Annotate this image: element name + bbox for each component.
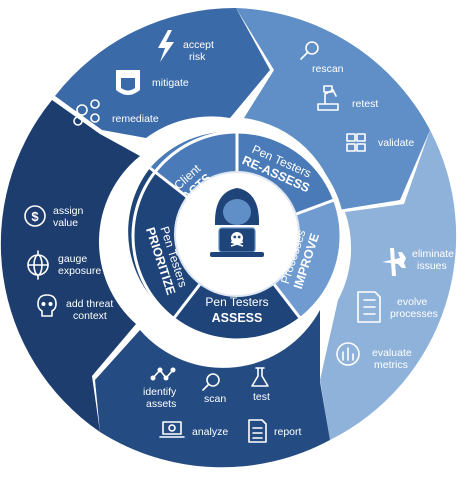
- magnifier-icon: [202, 373, 220, 391]
- shield-icon: [116, 70, 140, 95]
- item-evolve: evolve: [397, 296, 428, 308]
- item-scan: scan: [204, 393, 226, 405]
- segment-reassess: [236, 8, 430, 210]
- item-value: value: [53, 217, 78, 229]
- checklist-icon: [346, 133, 366, 152]
- item-report: report: [274, 426, 302, 438]
- item-test: test: [253, 391, 270, 403]
- segment-prioritize: [0, 100, 140, 432]
- hacker-icon: [210, 188, 264, 257]
- item-processes: processes: [390, 308, 438, 320]
- document-checklist-icon: [357, 291, 381, 323]
- item-risk: risk: [189, 51, 206, 63]
- ring-label-assess: Pen Testers ASSESS: [205, 295, 268, 325]
- item-retest: retest: [352, 98, 378, 110]
- nodes-icon: [150, 367, 176, 381]
- item-accept: accept: [183, 39, 214, 51]
- item-add-threat: add threat: [66, 298, 113, 310]
- item-evaluate: evaluate: [372, 347, 412, 359]
- skull-icon: [37, 294, 57, 317]
- lightning-icon: [158, 30, 174, 62]
- item-analyze: analyze: [192, 426, 228, 438]
- item-rescan: rescan: [312, 63, 344, 75]
- segment-act: [55, 7, 270, 138]
- item-eliminate: eliminate: [412, 248, 454, 260]
- item-exposure: exposure: [58, 265, 101, 277]
- item-issues: issues: [417, 260, 447, 272]
- item-metrics: metrics: [374, 359, 408, 371]
- item-remediate: remediate: [112, 113, 159, 125]
- item-mitigate: mitigate: [152, 77, 189, 89]
- ring-assess-line2: ASSESS: [212, 311, 263, 325]
- item-gauge: gauge: [58, 253, 87, 265]
- laptop-magnifier-icon: [159, 421, 185, 438]
- item-identify: identify: [143, 386, 177, 398]
- item-context: context: [73, 310, 107, 322]
- ring-assess-line1: Pen Testers: [205, 295, 268, 309]
- robot-arm-icon: [317, 85, 339, 111]
- svg-text:$: $: [31, 209, 39, 224]
- gauge-chart-icon: [336, 342, 360, 366]
- magnifier-icon: [300, 41, 319, 60]
- flask-icon: [251, 367, 269, 387]
- item-assign: assign: [53, 205, 84, 217]
- dollar-icon: $: [24, 205, 46, 227]
- item-validate: validate: [378, 137, 414, 149]
- item-assets: assets: [146, 398, 176, 410]
- gears-icon: [73, 99, 100, 126]
- segment-assess: [95, 310, 330, 468]
- report-icon: [248, 419, 267, 443]
- airplane-icon: [382, 248, 406, 276]
- globe-target-icon: [27, 250, 49, 280]
